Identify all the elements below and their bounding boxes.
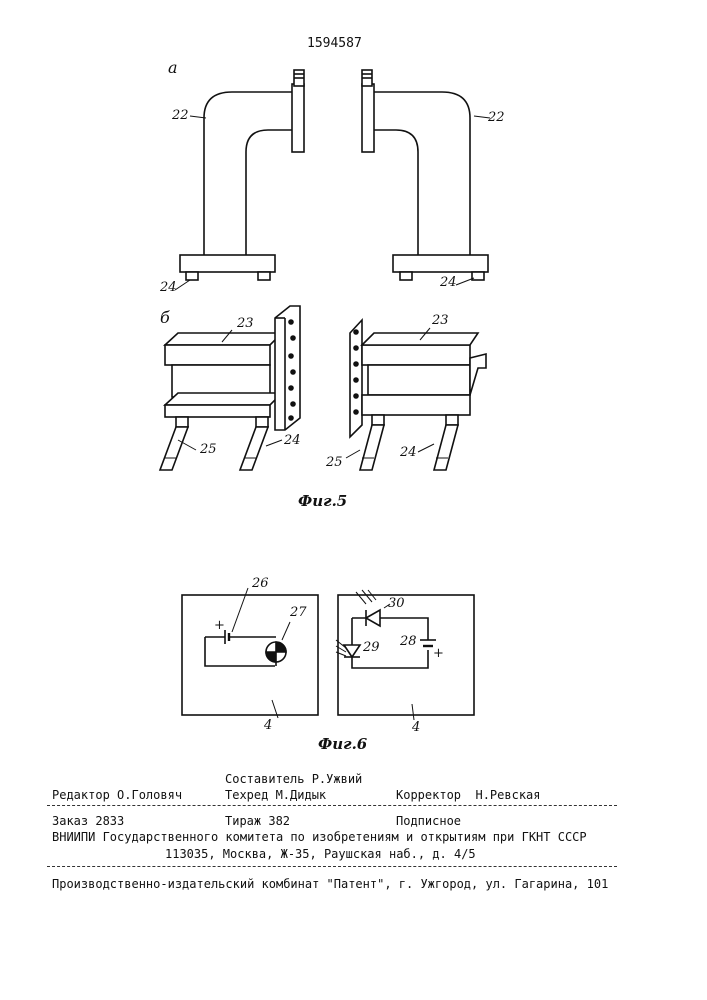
- label-plus-right: +: [433, 646, 444, 661]
- label-24-left-top: 24: [160, 280, 177, 295]
- vniipi-line: ВНИИПИ Государственного комитета по изоб…: [52, 830, 587, 844]
- label-22-left: 22: [172, 108, 189, 123]
- label-plus-left: +: [214, 618, 225, 633]
- label-27: 27: [290, 605, 307, 620]
- divider-1: [47, 805, 617, 806]
- fig6-right-panel: [338, 595, 474, 715]
- label-30: 30: [388, 596, 405, 611]
- publisher-line: Производственно-издательский комбинат "П…: [52, 877, 608, 891]
- corrector-line: Корректор Н.Ревская: [396, 788, 541, 802]
- view-b-label: б: [160, 308, 170, 327]
- label-24-left-bottom: 24: [284, 433, 301, 448]
- editor-line: Редактор О.Головяч: [52, 788, 182, 802]
- compiler-line: Составитель Р.Ужвий: [225, 772, 362, 786]
- techred-line: Техред М.Дидык: [225, 788, 326, 802]
- view-a-label: а: [168, 58, 178, 77]
- label-23-right: 23: [432, 313, 449, 328]
- label-25-left: 25: [200, 442, 217, 457]
- label-28: 28: [400, 634, 417, 649]
- label-25-right: 25: [326, 455, 343, 470]
- subscription-line: Подписное: [396, 814, 461, 828]
- label-4-left: 4: [264, 718, 272, 733]
- divider-2: [47, 866, 617, 867]
- label-26: 26: [252, 576, 269, 591]
- label-29: 29: [363, 640, 380, 655]
- figure-5-caption: Фиг.5: [298, 492, 347, 510]
- label-24-right-top: 24: [440, 275, 457, 290]
- figure-6-caption: Фиг.6: [318, 735, 367, 753]
- circulation-line: Тираж 382: [225, 814, 290, 828]
- address-line: 113035, Москва, Ж-35, Раушская наб., д. …: [165, 847, 476, 861]
- label-23-left: 23: [237, 316, 254, 331]
- label-24-right-bottom: 24: [400, 445, 417, 460]
- label-22-right: 22: [488, 110, 505, 125]
- label-4-right: 4: [412, 720, 420, 735]
- order-line: Заказ 2833: [52, 814, 124, 828]
